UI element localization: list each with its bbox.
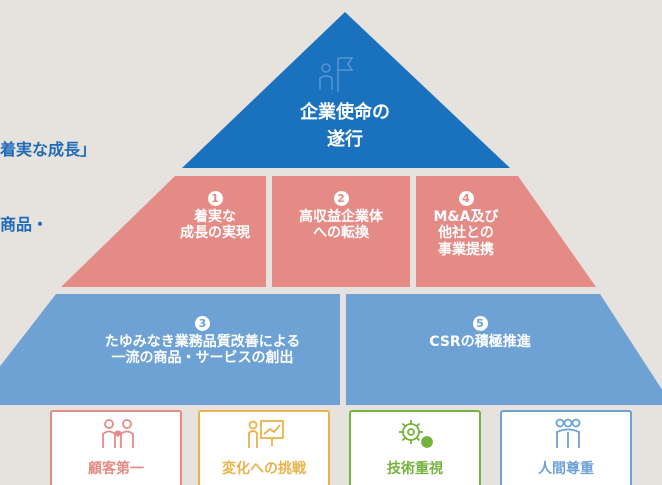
pyramid-middle-label-2: 2 高収益企業体 への転換 <box>272 188 410 242</box>
pyramid-bottom-segment-2 <box>346 294 662 405</box>
middle-3-line2: 他社との <box>438 225 494 242</box>
value-card-technology: 技術重視 <box>349 410 481 485</box>
left-note-2: 商品・ <box>0 215 49 234</box>
middle-1-line1: 着実な <box>194 209 236 226</box>
number-badge: 3 <box>195 316 210 331</box>
number-badge: 2 <box>333 191 349 206</box>
value-card-challenge: 変化への挑戦 <box>198 410 330 485</box>
value-card-label: 人間尊重 <box>538 461 594 477</box>
number-badge: 4 <box>458 191 474 206</box>
number-badge: 1 <box>207 191 223 206</box>
middle-3-line3: 事業提携 <box>438 241 494 258</box>
bottom-1-line2: 一流の商品・サービスの創出 <box>111 350 294 367</box>
value-card-label: 変化への挑戦 <box>222 461 306 477</box>
bottom-1-line1: たゆみなき業務品質改善による <box>104 334 301 351</box>
middle-2-line1: 高収益企業体 <box>299 209 383 226</box>
presenter-chart-icon <box>248 420 284 448</box>
people-group-icon <box>555 418 581 448</box>
value-card-label: 技術重視 <box>387 461 443 477</box>
value-card-customer-first: 顧客第一 <box>50 410 182 485</box>
middle-2-line2: への転換 <box>313 225 369 242</box>
pyramid-middle-label-1: 1 着実な 成長の実現 <box>160 188 270 242</box>
left-note-1: 着実な成長」 <box>0 140 97 159</box>
values-cards: 顧客第一 変化への挑戦 技術重視 人間尊重 <box>0 410 662 485</box>
pyramid-bottom-segment-1 <box>0 294 340 405</box>
pyramid-top-segment <box>182 12 510 168</box>
flag-person-icon <box>319 57 354 92</box>
value-card-label: 顧客第一 <box>88 461 144 477</box>
value-card-respect: 人間尊重 <box>500 410 632 485</box>
pyramid-top-label: 企業使命の 遂行 <box>260 99 430 153</box>
top-label-line1: 企業使命の <box>300 102 390 123</box>
top-label-line2: 遂行 <box>327 129 363 150</box>
gears-icon <box>399 420 433 448</box>
people-heart-icon <box>102 419 134 448</box>
bottom-2-line1: CSRの積極推進 <box>429 334 531 351</box>
pyramid-bottom-label-1: 3 たゆみなき業務品質改善による 一流の商品・サービスの創出 <box>60 313 345 367</box>
middle-1-line2: 成長の実現 <box>180 225 250 242</box>
number-badge: 5 <box>472 316 488 331</box>
middle-3-line1: M&A及び <box>433 209 499 226</box>
pyramid-bottom-label-2: 5 CSRの積極推進 <box>380 313 580 350</box>
pyramid-middle-label-3: 4 M&A及び 他社との 事業提携 <box>410 188 522 258</box>
